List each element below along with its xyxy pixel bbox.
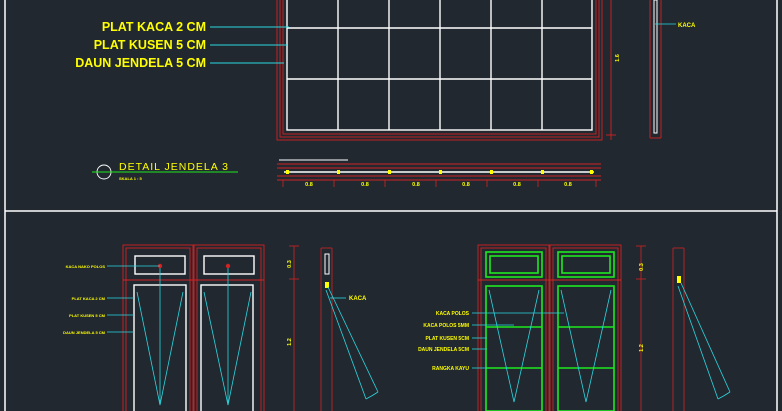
window-section-bottom-left[interactable]: KACA 0.3 1.2 <box>287 245 379 411</box>
window-elevation-bottom-left[interactable] <box>122 244 265 411</box>
dim-main-br: 1.2 <box>639 344 645 352</box>
dim-width-6: 0.8 <box>564 182 572 188</box>
label-kaca-bl: KACA <box>349 296 367 302</box>
label-daun-jendela-br: DAUN JENDELA 5CM <box>418 347 469 353</box>
dim-main-bl: 1.2 <box>287 338 293 346</box>
dim-width-1: 0.8 <box>305 182 313 188</box>
window-elevation-bottom-right[interactable] <box>477 244 622 411</box>
label-kaca-polos: KACA POLOS <box>436 311 470 317</box>
label-kaca-nako: KACA NAKO POLOS <box>66 264 106 269</box>
label-plat-kaca: PLAT KACA 2 CM <box>102 20 206 34</box>
dim-height-top: 1.6 <box>615 54 621 62</box>
dim-width-3: 0.8 <box>412 182 420 188</box>
window-elevation-top[interactable] <box>276 0 603 141</box>
detail-title: DETAIL JENDELA 3 <box>119 161 229 173</box>
label-daun-jendela-bl: DAUN JENDELA 5 CM <box>63 330 106 335</box>
dim-top-bl: 0.3 <box>287 260 293 268</box>
label-plat-kusen-bl: PLAT KUSEN 5 CM <box>69 313 106 318</box>
viewport-borders <box>4 0 778 411</box>
window-section-bottom-right[interactable]: 0.3 1.2 <box>636 245 731 411</box>
detail-title-block: DETAIL JENDELA 3 SKALA 1 : 5 <box>92 161 238 181</box>
label-daun-jendela: DAUN JENDELA 5 CM <box>75 56 206 70</box>
window-section-top[interactable]: KACA 1.6 <box>606 0 696 140</box>
dim-width-5: 0.8 <box>513 182 521 188</box>
label-plat-kusen: PLAT KUSEN 5 CM <box>94 38 206 52</box>
top-leader-lines <box>210 26 289 64</box>
bottom-right-leaders <box>472 312 564 369</box>
label-rangka-kayu: RANGKA KAYU <box>432 366 469 372</box>
dim-top-br: 0.3 <box>639 263 645 271</box>
dim-width-4: 0.8 <box>462 182 470 188</box>
label-kaca-top: KACA <box>678 23 696 29</box>
bottom-left-leaders <box>107 265 160 333</box>
detail-scale: SKALA 1 : 5 <box>119 176 143 181</box>
dim-width-2: 0.8 <box>361 182 369 188</box>
label-kaca-polos-5mm: KACA POLOS 5MM <box>423 323 469 329</box>
label-plat-kusen-br: PLAT KUSEN 5CM <box>425 336 469 342</box>
plan-strip <box>277 159 601 187</box>
label-plat-kaca-bl: PLAT KACA 2 CM <box>72 296 106 301</box>
